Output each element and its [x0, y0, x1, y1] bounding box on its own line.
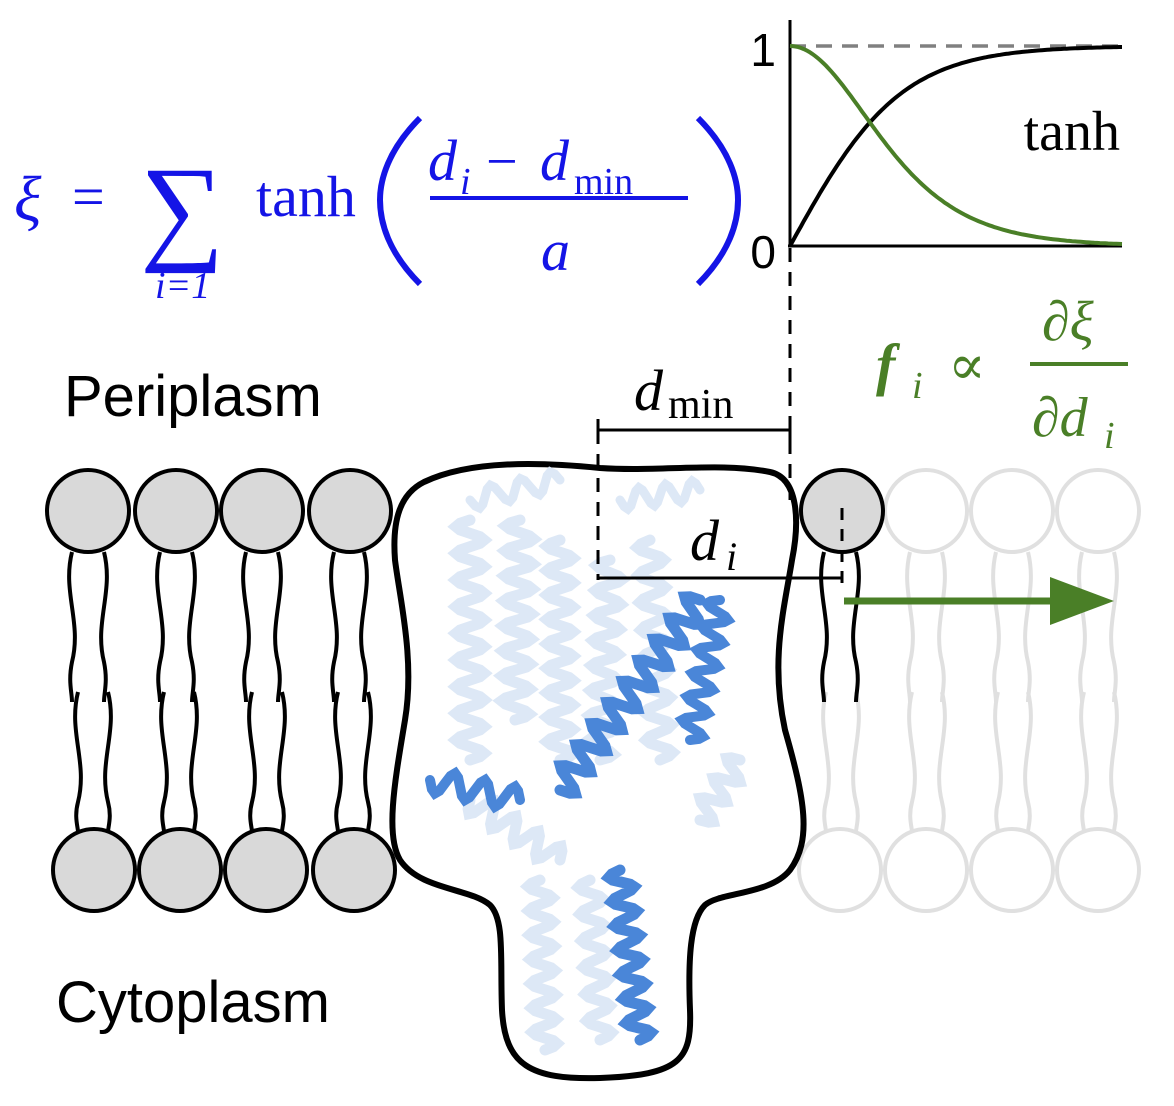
protein-helix: [553, 591, 707, 799]
protein-helix: [519, 874, 566, 1056]
formula-num-i: i: [460, 161, 471, 203]
lipid-head: [51, 827, 137, 913]
lipid-head-faded: [1055, 468, 1141, 554]
highlighted-lipid: [799, 468, 885, 703]
chart-ytick-0: 0: [750, 226, 776, 278]
lipid-head: [45, 468, 131, 554]
chart-series-label-tanh: tanh: [1024, 101, 1120, 163]
formula-sum: ∑: [140, 143, 224, 274]
formula-equals: =: [72, 164, 105, 229]
formula-num-d: d: [428, 128, 458, 193]
force-numerator: ∂ξ: [1042, 291, 1094, 353]
formula-sum-lower: i=1: [155, 265, 210, 307]
force-formula: f i ∝ ∂ξ ∂d i: [876, 291, 1128, 457]
tanh-chart: 1 0 tanh: [750, 20, 1123, 278]
distance-guides: [596, 248, 844, 585]
force-den-sub: i: [1104, 415, 1115, 457]
lipid-bilayer-left: [67, 551, 373, 833]
formula-xi: ξ: [14, 163, 42, 234]
chart-series-derivative: [789, 44, 1123, 246]
lipid-bilayer-right-faded: [821, 551, 1119, 833]
lipid-head: [137, 827, 223, 913]
lipid-head: [223, 827, 309, 913]
di-label-d: d: [690, 508, 720, 573]
lipid-head: [133, 468, 219, 554]
protein-helix: [425, 766, 525, 814]
protein-helices: [425, 466, 748, 1056]
lipid-head: [311, 827, 397, 913]
protein-helix: [447, 514, 493, 766]
lipid-head-faded: [969, 468, 1055, 554]
protein-helix: [570, 874, 620, 1046]
protein-helix: [674, 595, 736, 745]
force-proportional: ∝: [948, 335, 986, 397]
lipid-head-faded: [969, 827, 1055, 913]
chart-ytick-1: 1: [750, 24, 776, 76]
di-label-sub: i: [726, 534, 737, 579]
formula-denominator: a: [541, 218, 570, 283]
force-f-sub: i: [912, 365, 923, 407]
protein-helix: [615, 474, 705, 516]
lipid-head: [307, 468, 393, 554]
lipid-head-faded: [1055, 827, 1141, 913]
protein-helix: [465, 466, 565, 514]
formula-num-dmin-d: d: [540, 128, 570, 193]
force-den-partial: ∂d: [1032, 387, 1089, 449]
dmin-label-sub: min: [668, 382, 733, 428]
protein-helix: [538, 534, 582, 766]
lipid-heads-right-faded: [797, 468, 1141, 913]
protein-helix: [600, 864, 660, 1046]
collective-variable-formula: ξ = ∑ i=1 tanh d i − d min a: [14, 115, 742, 307]
lipid-head-faded: [883, 468, 969, 554]
lipid-head-faded: [883, 827, 969, 913]
formula-right-paren: [695, 115, 742, 287]
lipid-head-faded: [797, 827, 883, 913]
protein-helix: [492, 514, 543, 726]
formula-minus: −: [486, 131, 518, 193]
cytoplasm-label: Cytoplasm: [56, 970, 330, 1035]
dmin-label-d: d: [634, 358, 664, 423]
membrane-protein: [389, 461, 807, 1082]
force-arrow: [844, 577, 1114, 625]
lipid-heads-left: [45, 468, 397, 913]
force-f: f: [876, 332, 901, 397]
protein-helix: [692, 752, 748, 828]
lipid-head: [219, 468, 305, 554]
periplasm-label: Periplasm: [64, 364, 322, 429]
formula-tanh: tanh: [256, 164, 356, 229]
formula-left-paren: [376, 115, 423, 287]
distance-labels: d min d i: [634, 358, 737, 579]
chart-series-tanh: [788, 45, 1122, 247]
